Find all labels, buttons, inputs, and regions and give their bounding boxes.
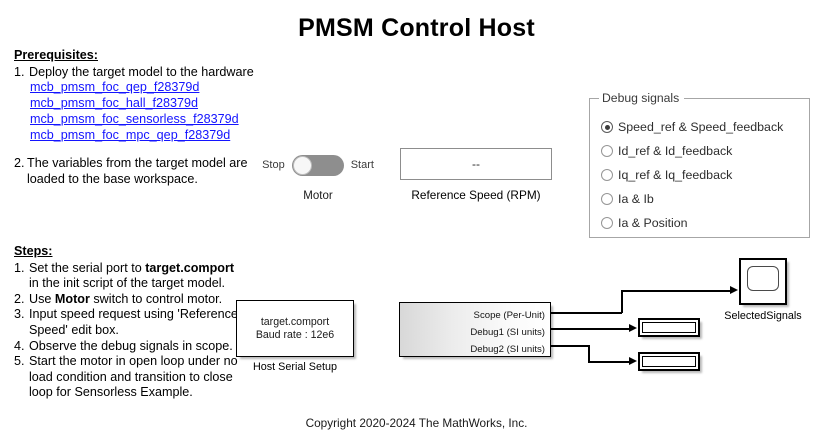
prerequisite-item-2-line2: loaded to the base workspace. <box>27 171 198 186</box>
radio-option-label: Id_ref & Id_feedback <box>618 144 733 158</box>
step-item-1-pre: Set the serial port to <box>29 260 146 275</box>
selected-signals-scope-block[interactable] <box>739 258 787 305</box>
reference-speed-input[interactable]: -- <box>400 148 552 180</box>
wire-debug2-segment-h2 <box>588 361 630 363</box>
wire-debug1-arrow-icon <box>629 324 637 332</box>
port-label-debug1-si-units: Debug1 (SI units) <box>470 327 545 338</box>
step-item-3-line2: Speed' edit box. <box>29 322 119 337</box>
radio-option-speed-ref-speed-feedback[interactable]: Speed_ref & Speed_feedback <box>590 115 809 139</box>
step-item-1-line2: in the init script of the target model. <box>29 276 226 291</box>
terminator-block-2[interactable] <box>638 352 700 371</box>
step-item-1: 1. Set the serial port to target.comport… <box>14 261 246 292</box>
step-item-4-text: Observe the debug signals in scope. <box>29 338 233 353</box>
prerequisites-heading: Prerequisites: <box>14 48 98 62</box>
step-item-3-pre: Input speed request using 'Reference <box>29 307 238 322</box>
debug-signals-panel-title: Debug signals <box>599 91 685 105</box>
wire-debug2-segment-h1 <box>551 345 589 347</box>
step-item-2-pre: Use <box>29 291 55 306</box>
step-item-1-text: Set the serial port to target.comport in… <box>29 261 246 292</box>
steps-section: Steps: 1. Set the serial port to target.… <box>14 244 246 401</box>
step-item-3-number: 3. <box>14 307 25 322</box>
step-item-2-post: switch to control motor. <box>89 291 223 306</box>
motor-toggle-switch[interactable] <box>291 154 344 176</box>
copyright-text: Copyright 2020-2024 The MathWorks, Inc. <box>305 416 528 430</box>
radio-icon[interactable] <box>601 145 613 157</box>
step-item-5-line3: loop for Sensorless Example. <box>29 385 193 400</box>
model-link-mpc-qep[interactable]: mcb_pmsm_foc_mpc_qep_f28379d <box>30 127 231 142</box>
step-item-1-number: 1. <box>14 260 25 275</box>
radio-option-ia-ib[interactable]: Ia & Ib <box>590 187 809 211</box>
steps-heading: Steps: <box>14 244 53 258</box>
step-item-5-line2: load condition and transition to close <box>29 369 233 384</box>
port-label-debug2-si-units: Debug2 (SI units) <box>470 344 545 355</box>
model-link-sensorless[interactable]: mcb_pmsm_foc_sensorless_f28379d <box>30 111 239 126</box>
wire-debug2-arrow-icon <box>629 357 637 365</box>
scope-source-block[interactable]: Scope (Per-Unit) Debug1 (SI units) Debug… <box>399 302 551 357</box>
prerequisite-item-1-text: Deploy the target model to the hardware <box>29 64 254 79</box>
scope-screen-icon <box>747 266 779 291</box>
prerequisite-item-2-line1: The variables from the target model are <box>27 156 248 171</box>
radio-icon[interactable] <box>601 217 613 229</box>
motor-toggle-knob[interactable] <box>292 155 312 175</box>
step-item-4: 4. Observe the debug signals in scope. <box>14 339 246 355</box>
step-item-2-bold: Motor <box>54 291 90 306</box>
selected-signals-caption: SelectedSignals <box>724 310 802 322</box>
step-item-5-number: 5. <box>14 354 25 369</box>
host-serial-setup-caption: Host Serial Setup <box>252 361 338 373</box>
step-item-5-pre: Start the motor in open loop under no <box>29 354 238 369</box>
model-link-qep[interactable]: mcb_pmsm_foc_qep_f28379d <box>30 80 200 95</box>
radio-option-id-ref-id-feedback[interactable]: Id_ref & Id_feedback <box>590 139 809 163</box>
radio-option-label: Ia & Ib <box>618 192 654 206</box>
step-item-1-bold: target.comport <box>145 260 235 275</box>
prerequisite-item-1-number: 1. <box>14 64 25 79</box>
radio-option-label: Ia & Position <box>618 216 688 230</box>
step-item-2-number: 2. <box>14 291 25 306</box>
motor-switch-start-label: Start <box>350 159 374 171</box>
host-serial-comport-text: target.comport <box>260 315 330 328</box>
wire-scope-arrow-icon <box>730 286 738 294</box>
host-serial-baudrate-text: Baud rate : 12e6 <box>255 328 335 341</box>
prerequisite-item-2: 2. The variables from the target model a… <box>14 156 264 187</box>
step-item-3: 3. Input speed request using 'Reference … <box>14 307 246 338</box>
debug-signals-radio-group: Speed_ref & Speed_feedback Id_ref & Id_f… <box>590 115 809 235</box>
steps-list: 1. Set the serial port to target.comport… <box>14 261 246 401</box>
radio-option-ia-position[interactable]: Ia & Position <box>590 211 809 235</box>
prerequisites-section: Prerequisites: 1. Deploy the target mode… <box>14 48 264 188</box>
motor-switch-stop-label: Stop <box>262 159 285 171</box>
wire-scope-segment-h2 <box>621 290 731 292</box>
port-label-scope-per-unit: Scope (Per-Unit) <box>473 310 545 321</box>
page-title: PMSM Control Host <box>298 14 535 42</box>
reference-speed-group: -- Reference Speed (RPM) <box>400 148 552 202</box>
step-item-4-number: 4. <box>14 338 25 353</box>
radio-icon[interactable] <box>601 193 613 205</box>
motor-switch-group: Stop Start Motor <box>256 154 380 202</box>
wire-scope-segment-h1 <box>551 312 622 314</box>
host-serial-setup-block[interactable]: target.comport Baud rate : 12e6 <box>236 300 354 357</box>
radio-option-iq-ref-iq-feedback[interactable]: Iq_ref & Iq_feedback <box>590 163 809 187</box>
step-item-5-text: Start the motor in open loop under no lo… <box>29 354 246 401</box>
reference-speed-caption: Reference Speed (RPM) <box>411 188 541 202</box>
prerequisite-item-2-number: 2. <box>14 156 25 171</box>
motor-switch-caption: Motor <box>303 190 333 202</box>
model-link-hall[interactable]: mcb_pmsm_foc_hall_f28379d <box>30 95 199 110</box>
step-item-2: 2. Use Motor switch to control motor. <box>14 292 246 308</box>
radio-icon[interactable] <box>601 169 613 181</box>
step-item-2-text: Use Motor switch to control motor. <box>29 292 246 308</box>
debug-signals-panel: Debug signals Speed_ref & Speed_feedback… <box>589 91 810 238</box>
wire-debug2-segment-v <box>588 345 590 362</box>
wire-scope-segment-v <box>621 290 623 313</box>
motor-switch-row: Stop Start <box>256 154 380 176</box>
wire-debug1-segment <box>551 328 630 330</box>
model-link-list: mcb_pmsm_foc_qep_f28379d mcb_pmsm_foc_ha… <box>30 80 264 143</box>
prerequisite-item-1: 1. Deploy the target model to the hardwa… <box>14 65 264 81</box>
terminator-block-1[interactable] <box>638 318 700 337</box>
prerequisite-item-2-text: The variables from the target model are … <box>27 156 264 187</box>
radio-icon[interactable] <box>601 121 613 133</box>
step-item-5: 5. Start the motor in open loop under no… <box>14 354 246 401</box>
radio-option-label: Iq_ref & Iq_feedback <box>618 168 733 182</box>
step-item-3-text: Input speed request using 'Reference Spe… <box>29 307 246 338</box>
radio-option-label: Speed_ref & Speed_feedback <box>618 120 784 134</box>
